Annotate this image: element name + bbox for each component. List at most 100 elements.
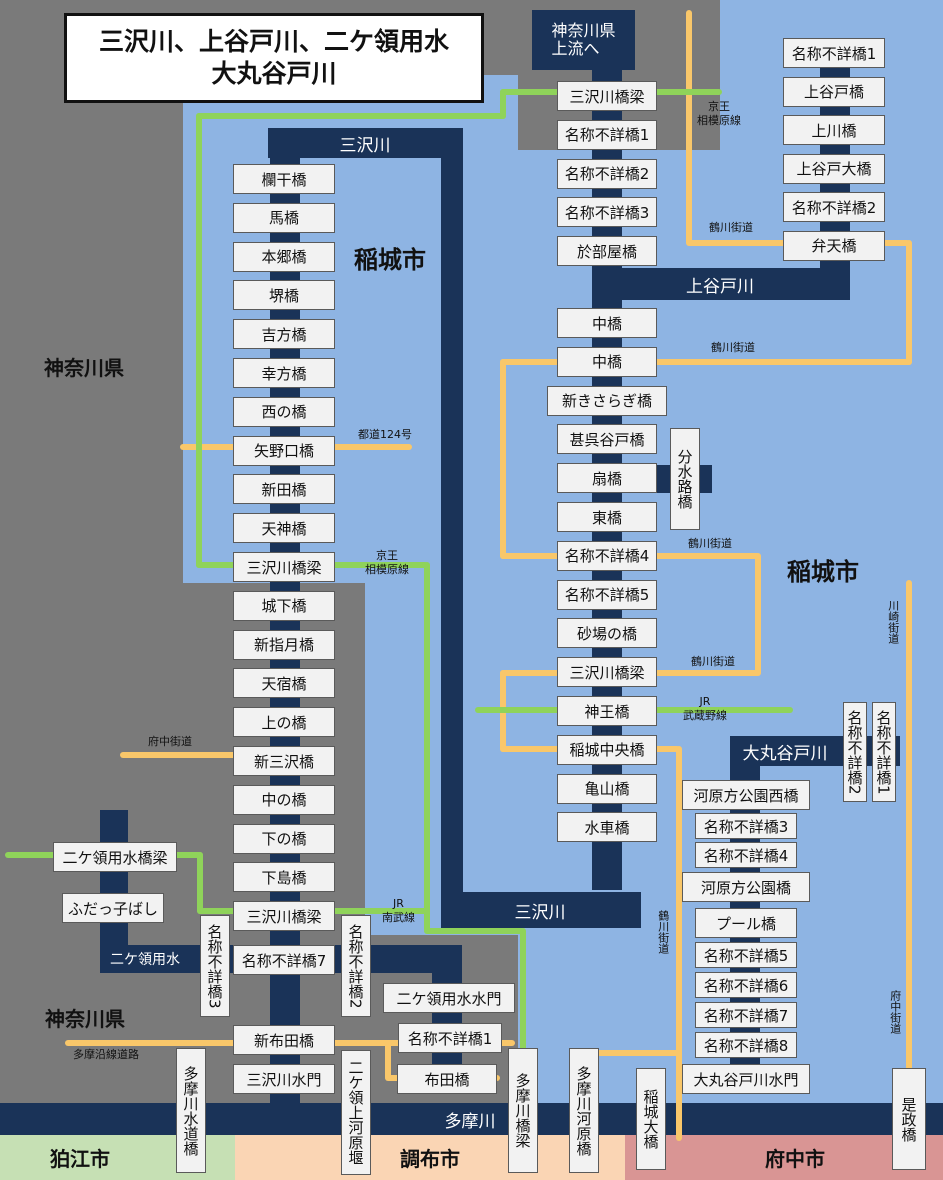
tsurukawa-label: 鶴川街道 (656, 910, 670, 954)
bridge-box[interactable]: 中橋 (557, 308, 657, 338)
bridge-box[interactable]: 三沢川水門 (233, 1064, 335, 1094)
bridge-box[interactable]: 本郷橋 (233, 241, 335, 272)
omaru-unknown-bridge[interactable]: 名称不詳橋1 (872, 702, 896, 802)
bridge-box[interactable]: 東橋 (557, 502, 657, 532)
inagi-ohashi-bridge[interactable]: 稲城大橋 (636, 1068, 666, 1170)
bridge-box[interactable]: 大丸谷戸川水門 (682, 1064, 810, 1094)
nikaryo-bridge[interactable]: 二ケ領用水橋梁 (53, 842, 177, 872)
inagi-label: 稲城市 (787, 558, 859, 586)
bridge-box[interactable]: 新きさらぎ橋 (547, 385, 667, 416)
bridge-box[interactable]: 甚呉谷戸橋 (557, 424, 657, 455)
bridge-box[interactable]: 新布田橋 (233, 1025, 335, 1055)
bridge-box[interactable]: 矢野口橋 (233, 435, 335, 466)
fuda-bridge[interactable]: 布田橋 (397, 1064, 497, 1094)
misawa-river (441, 892, 641, 928)
omaru-unknown-bridge[interactable]: 名称不詳橋2 (843, 702, 867, 802)
upstream-box (532, 10, 635, 70)
nikaryo-unknown-bridge[interactable]: 名称不詳橋1 (398, 1023, 502, 1053)
bridge-box[interactable]: 稲城中央橋 (557, 734, 657, 765)
kamiyato-label: 上谷戸川 (686, 276, 754, 297)
bridge-box[interactable]: 名称不詳橋7 (233, 945, 335, 975)
bridge-box[interactable]: 三沢川橋梁 (233, 901, 335, 932)
bridge-box[interactable]: 名称不詳橋4 (695, 842, 797, 868)
bridge-box[interactable]: 新田橋 (233, 474, 335, 505)
bridge-box[interactable]: 吉方橋 (233, 319, 335, 350)
bridge-box[interactable]: 天神橋 (233, 513, 335, 544)
bridge-box[interactable]: 名称不詳橋7 (695, 1002, 797, 1028)
bridge-box[interactable]: 於部屋橋 (557, 236, 657, 267)
bridge-box[interactable]: 上の橋 (233, 707, 335, 738)
bridge-box[interactable]: 河原方公園橋 (682, 872, 810, 902)
bridge-box[interactable]: 弁天橋 (783, 230, 885, 261)
misawa-river (268, 128, 461, 158)
bridge-box[interactable]: 河原方公園西橋 (682, 780, 810, 810)
bridge-box[interactable]: 名称不詳橋6 (695, 972, 797, 998)
jr-nanbu-label: JR 南武線 (382, 897, 415, 924)
bridge-box[interactable]: プール橋 (695, 908, 797, 938)
bridge-box[interactable]: 新指月橋 (233, 629, 335, 660)
bridge-box[interactable]: 三沢川橋梁 (233, 552, 335, 582)
bridge-box[interactable]: 名称不詳橋8 (695, 1032, 797, 1058)
chofu-region (235, 1135, 625, 1180)
bridge-box[interactable]: 扇橋 (557, 463, 657, 494)
kanagawa-label: 神奈川県 (45, 1007, 125, 1031)
misawa-river (441, 128, 463, 928)
bridge-box[interactable]: 水車橋 (557, 812, 657, 843)
fuchu-label: 府中市 (765, 1147, 825, 1171)
tama-suidou-bridge[interactable]: 多摩川水道橋 (176, 1048, 206, 1173)
fuchu-kaido-label: 府中街道 (888, 990, 902, 1034)
title-line2: 大丸谷戸川 (211, 59, 337, 88)
bridge-box[interactable]: 三沢川橋梁 (557, 81, 657, 111)
bridge-box[interactable]: 下島橋 (233, 862, 335, 893)
koremasa-bridge[interactable]: 是政橋 (892, 1068, 926, 1170)
bridge-box[interactable]: 堺橋 (233, 280, 335, 311)
futatsuko-bridge[interactable]: ふだっ子ばし (62, 893, 164, 923)
bridge-box[interactable]: 新三沢橋 (233, 746, 335, 776)
tsurukawa-road (906, 240, 912, 365)
bridge-box[interactable]: 砂場の橋 (557, 618, 657, 649)
bridge-box[interactable]: 下の橋 (233, 823, 335, 854)
keio-rail (500, 89, 506, 119)
bridge-box[interactable]: 名称不詳橋2 (557, 158, 657, 189)
bridge-box[interactable]: 中の橋 (233, 784, 335, 815)
bridge-box[interactable]: 亀山橋 (557, 773, 657, 804)
jr-rail (424, 928, 524, 934)
tama-kawara-bridge[interactable]: 多摩川河原橋 (569, 1048, 599, 1173)
tsurukawa-label: 鶴川街道 (688, 537, 732, 550)
nikaryo-unknown-bridge[interactable]: 名称不詳橋3 (200, 915, 230, 1017)
fuchu-kaido-road (120, 752, 320, 758)
bridge-box[interactable]: 上川橋 (783, 115, 885, 145)
bridge-box[interactable]: 名称不詳橋2 (783, 192, 885, 222)
tamaensen-road (385, 1040, 391, 1080)
bridge-box[interactable]: 神王橋 (557, 696, 657, 726)
bunsui-bridge[interactable]: 分水路橋 (670, 428, 700, 530)
bridge-box[interactable]: 三沢川橋梁 (557, 657, 657, 688)
bridge-box[interactable]: 馬橋 (233, 202, 335, 233)
komae-label: 狛江市 (50, 1147, 110, 1171)
tsurukawa-road (755, 553, 761, 675)
bridge-box[interactable]: 欄干橋 (233, 164, 335, 194)
nikaryo-river (432, 945, 462, 1085)
bridge-box[interactable]: 名称不詳橋1 (783, 38, 885, 68)
jr-musashino-label: JR 武蔵野線 (683, 695, 727, 722)
bridge-box[interactable]: 幸方橋 (233, 358, 335, 388)
bridge-box[interactable]: 西の橋 (233, 396, 335, 427)
nikaryo-suimon[interactable]: 二ケ領用水水門 (383, 983, 515, 1013)
bridge-box[interactable]: 中橋 (557, 346, 657, 377)
bridge-box[interactable]: 名称不詳橋4 (557, 540, 657, 571)
nikaryo-weir[interactable]: 二ケ領上河原堰 (341, 1050, 371, 1175)
bridge-box[interactable]: 名称不詳橋1 (557, 119, 657, 150)
nikaryo-unknown-bridge[interactable]: 名称不詳橋2 (341, 915, 371, 1017)
tama-label: 多摩川 (444, 1111, 496, 1132)
bridge-box[interactable]: 名称不詳橋3 (557, 197, 657, 228)
bridge-box[interactable]: 天宿橋 (233, 668, 335, 699)
keio-label: 京王 相模原線 (365, 549, 409, 576)
bridge-box[interactable]: 名称不詳橋3 (695, 813, 797, 839)
bridge-box[interactable]: 上谷戸大橋 (783, 153, 885, 184)
tama-kyoryo-bridge[interactable]: 多摩川橋梁 (508, 1048, 538, 1173)
bridge-box[interactable]: 名称不詳橋5 (695, 942, 797, 968)
bridge-box[interactable]: 城下橋 (233, 590, 335, 621)
bridge-box[interactable]: 名称不詳橋5 (557, 579, 657, 610)
title-line1: 三沢川、上谷戸川、二ケ領用水 (98, 26, 449, 56)
bridge-box[interactable]: 上谷戸橋 (783, 76, 885, 107)
